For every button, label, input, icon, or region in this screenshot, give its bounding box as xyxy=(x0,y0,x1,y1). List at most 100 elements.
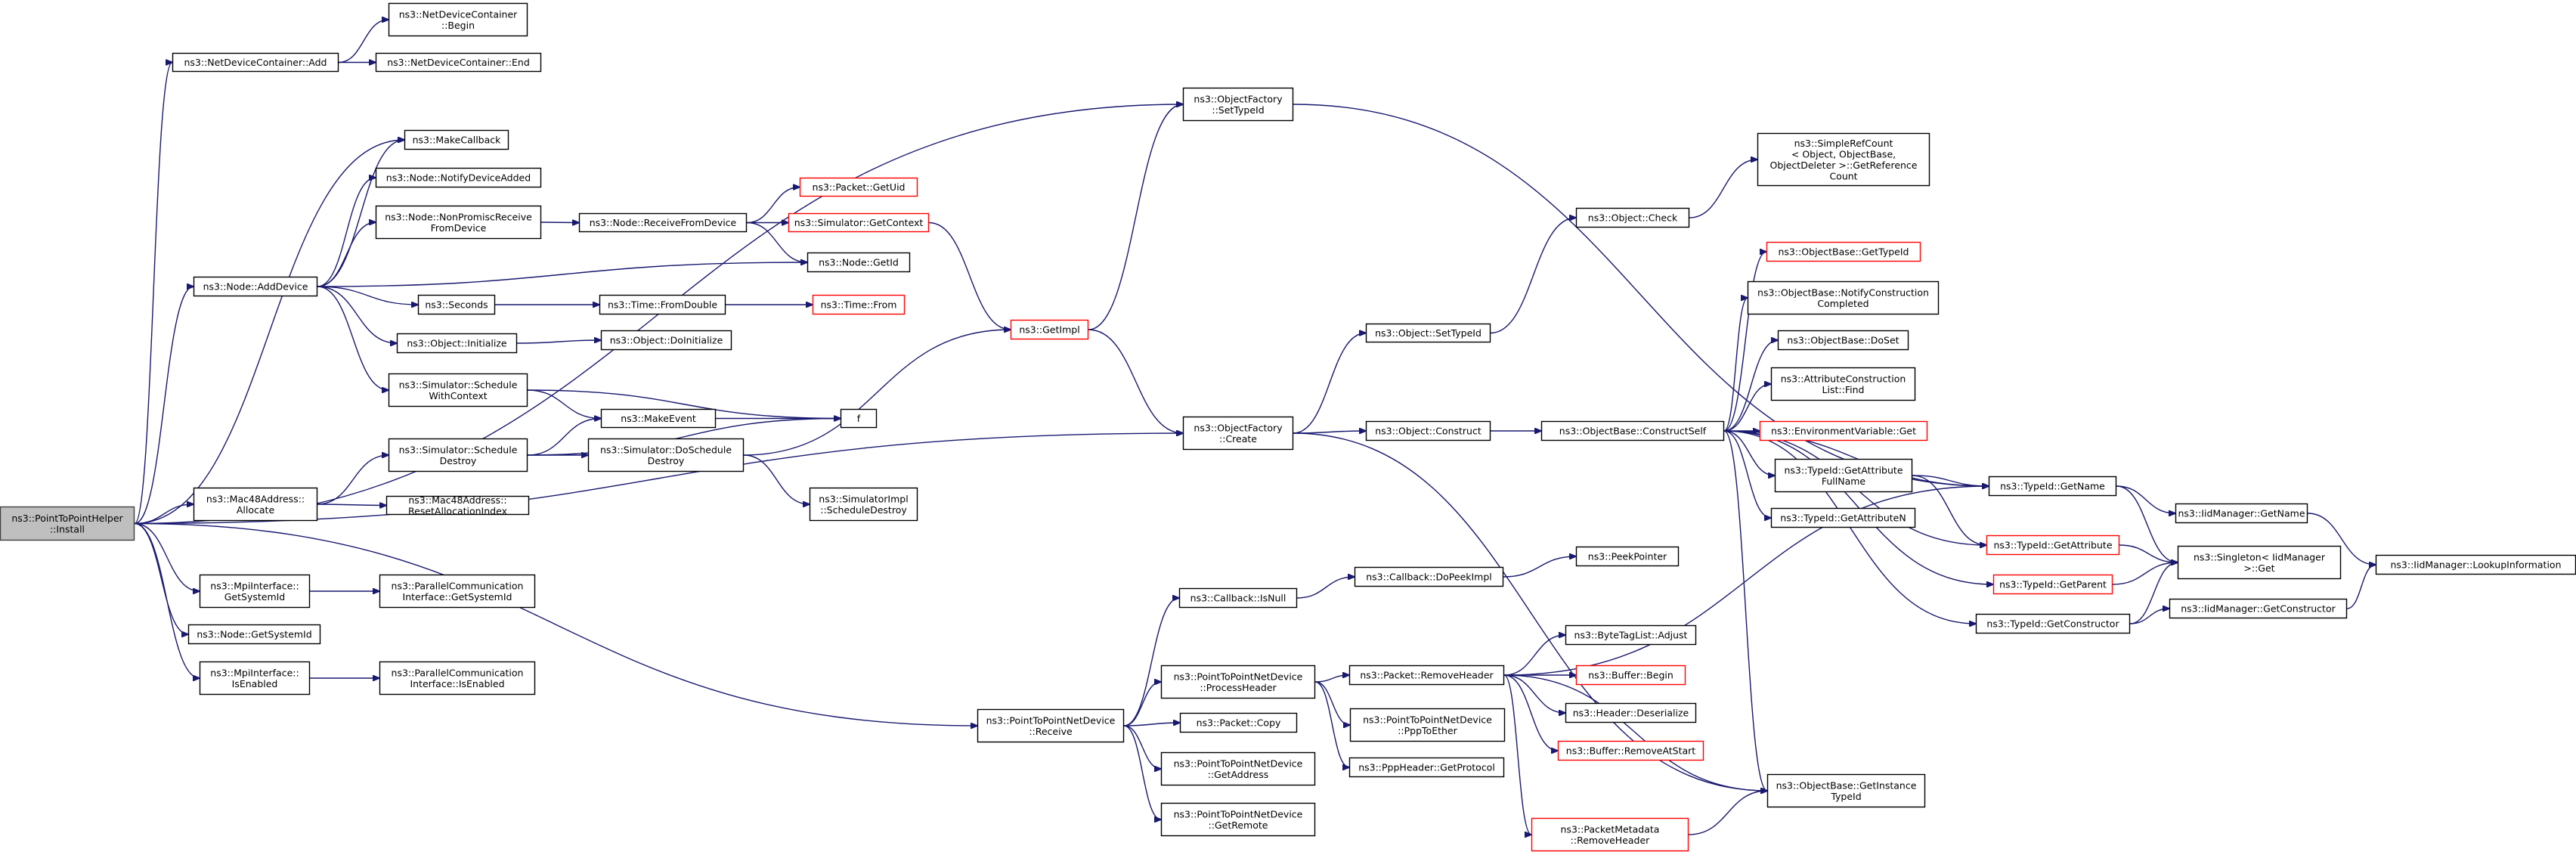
node-tid_getname[interactable]: ns3::TypeId::GetName xyxy=(1988,476,2117,497)
node-mac_reset[interactable]: ns3::Mac48Address::ResetAllocationIndex xyxy=(385,494,530,517)
node-iid_getname[interactable]: ns3::IidManager::GetName xyxy=(2175,503,2308,524)
node-label: ns3::Node::GetSystemId xyxy=(197,629,311,640)
node-box xyxy=(375,167,542,188)
node-box xyxy=(799,177,918,197)
node-ppph_getproto[interactable]: ns3::PppHeader::GetProtocol xyxy=(1348,757,1505,778)
node-notifydev[interactable]: ns3::Node::NotifyDeviceAdded xyxy=(375,167,542,188)
node-box xyxy=(1757,132,1930,187)
node-of_create[interactable]: ns3::ObjectFactory::Create xyxy=(1182,416,1294,451)
node-box xyxy=(1992,574,2113,595)
node-p2p_getremote[interactable]: ns3::PointToPointNetDevice::GetRemote xyxy=(1160,802,1316,837)
node-obj_settypeid[interactable]: ns3::Object::SetTypeId xyxy=(1365,323,1491,343)
node-iid_getctor[interactable]: ns3::IidManager::GetConstructor xyxy=(2169,598,2348,619)
node-obj_construct[interactable]: ns3::Object::Construct xyxy=(1365,420,1491,441)
node-tid_getparent[interactable]: ns3::TypeId::GetParent xyxy=(1992,574,2113,595)
node-ndc_end[interactable]: ns3::NetDeviceContainer::End xyxy=(375,52,542,73)
node-f[interactable]: f xyxy=(840,408,878,429)
node-pci_getsysid[interactable]: ns3::ParallelCommunicationInterface::Get… xyxy=(379,574,536,609)
node-node_getsysid[interactable]: ns3::Node::GetSystemId xyxy=(187,624,321,645)
node-p2p_getaddr[interactable]: ns3::PointToPointNetDevice::GetAddress xyxy=(1160,751,1316,786)
node-pkt_getuid[interactable]: ns3::Packet::GetUid xyxy=(799,177,918,197)
node-buf_begin[interactable]: ns3::Buffer::Begin xyxy=(1575,665,1686,686)
node-p2p_process[interactable]: ns3::PointToPointNetDevice::ProcessHeade… xyxy=(1160,665,1316,699)
node-getimpl[interactable]: ns3::GetImpl xyxy=(1010,319,1089,340)
node-ob_gettypeid[interactable]: ns3::ObjectBase::GetTypeId xyxy=(1766,241,1921,262)
node-mpi_getsysid[interactable]: ns3::MpiInterface::GetSystemId xyxy=(199,574,311,609)
node-label: ns3::ObjectBase::DoSet xyxy=(1787,335,1899,346)
node-fromdouble[interactable]: ns3::Time::FromDouble xyxy=(599,294,726,315)
node-tid_getctor[interactable]: ns3::TypeId::GetConstructor xyxy=(1975,613,2131,634)
node-cb_dopeek[interactable]: ns3::Callback::DoPeekImpl xyxy=(1354,566,1504,587)
node-tid_getattr[interactable]: ns3::TypeId::GetAttribute xyxy=(1986,534,2120,556)
node-tid_getattrn[interactable]: ns3::TypeId::GetAttributeN xyxy=(1770,507,1916,528)
node-recvfromdev[interactable]: ns3::Node::ReceiveFromDevice xyxy=(578,212,748,233)
node-box xyxy=(1575,665,1686,686)
node-peekpointer[interactable]: ns3::PeekPointer xyxy=(1575,546,1680,567)
node-sim_getcontext[interactable]: ns3::Simulator::GetContext xyxy=(788,212,930,233)
node-box xyxy=(375,52,542,73)
node-btl_adjust[interactable]: ns3::ByteTagList::Adjust xyxy=(1565,624,1697,646)
edge-tid_getname-to-singleton_get xyxy=(2116,485,2178,562)
node-box xyxy=(809,487,918,522)
node-ppp_toether[interactable]: ns3::PointToPointNetDevice::PppToEther xyxy=(1349,708,1506,742)
node-label: ns3::PeekPointer xyxy=(1588,551,1667,562)
node-ob_notify[interactable]: ns3::ObjectBase::NotifyConstructionCompl… xyxy=(1747,280,1940,315)
node-label: ns3::GetImpl xyxy=(1019,324,1079,336)
node-node_adddevice[interactable]: ns3::Node::AddDevice xyxy=(193,276,318,297)
edge-p2p_receive-to-pkt_copy xyxy=(1123,723,1180,727)
node-label: f xyxy=(857,413,861,424)
node-iid_lookup[interactable]: ns3::IidManager::LookupInformation xyxy=(2375,554,2576,575)
node-label: < Object, ObjectBase, xyxy=(1791,148,1896,160)
node-obj_doinit[interactable]: ns3::Object::DoInitialize xyxy=(600,330,732,351)
node-mpi_isenabled[interactable]: ns3::MpiInterface::IsEnabled xyxy=(199,661,311,696)
node-makeevent[interactable]: ns3::MakeEvent xyxy=(600,408,717,429)
node-ob_doset[interactable]: ns3::ObjectBase::DoSet xyxy=(1777,330,1909,351)
node-seconds[interactable]: ns3::Seconds xyxy=(417,294,496,315)
node-box xyxy=(1160,802,1316,837)
node-box xyxy=(2175,503,2308,524)
node-mac_alloc[interactable]: ns3::Mac48Address::Allocate xyxy=(193,487,318,522)
edge-of_create-to-obj_settypeid xyxy=(1293,333,1366,434)
node-hdr_deser[interactable]: ns3::Header::Deserialize xyxy=(1565,702,1697,723)
node-cb_isnull[interactable]: ns3::Callback::IsNull xyxy=(1178,587,1298,609)
node-singleton_get[interactable]: ns3::Singleton< IidManager>::Get xyxy=(2177,545,2342,580)
node-label: TypeId xyxy=(1830,791,1861,802)
node-label: ns3::ObjectBase::NotifyConstruction xyxy=(1757,287,1929,298)
node-label: ::PppToEther xyxy=(1398,725,1457,736)
node-box xyxy=(1160,751,1316,786)
node-node_getid[interactable]: ns3::Node::GetId xyxy=(807,252,911,273)
node-ob_constructself[interactable]: ns3::ObjectBase::ConstructSelf xyxy=(1540,420,1725,441)
node-install[interactable]: ns3::PointToPointHelper::Install xyxy=(0,506,135,541)
node-pci_isenabled[interactable]: ns3::ParallelCommunicationInterface::IsE… xyxy=(379,661,536,696)
node-impl_sched[interactable]: ns3::SimulatorImpl::ScheduleDestroy xyxy=(809,487,918,522)
node-obj_init[interactable]: ns3::Object::Initialize xyxy=(396,333,518,354)
node-envvar_get[interactable]: ns3::EnvironmentVariable::Get xyxy=(1759,420,1928,441)
node-simplerefcount[interactable]: ns3::SimpleRefCount< Object, ObjectBase,… xyxy=(1757,132,1930,187)
node-label: ns3::ObjectBase::GetTypeId xyxy=(1779,246,1909,258)
node-obj_check[interactable]: ns3::Object::Check xyxy=(1575,207,1690,228)
edge-sched_destroy-to-makeevent xyxy=(527,419,601,456)
node-of_settypeid[interactable]: ns3::ObjectFactory::SetTypeId xyxy=(1182,87,1294,122)
node-label: List::Find xyxy=(1822,384,1865,395)
node-makecallback[interactable]: ns3::MakeCallback xyxy=(404,129,509,150)
node-p2p_receive[interactable]: ns3::PointToPointNetDevice::Receive xyxy=(977,708,1125,743)
node-sched_destroy[interactable]: ns3::Simulator::ScheduleDestroy xyxy=(388,438,528,472)
node-label: ns3::Object::Construct xyxy=(1375,426,1482,437)
node-pkt_copy[interactable]: ns3::Packet::Copy xyxy=(1179,712,1298,733)
node-buf_removeatstart[interactable]: ns3::Buffer::RemoveAtStart xyxy=(1557,740,1704,761)
node-pkt_removeheader[interactable]: ns3::Packet::RemoveHeader xyxy=(1348,665,1505,686)
node-ndc_add[interactable]: ns3::NetDeviceContainer::Add xyxy=(172,52,339,73)
node-label: ::Begin xyxy=(441,20,475,31)
edge-cb_dopeek-to-peekpointer xyxy=(1503,556,1576,578)
node-time_from[interactable]: ns3::Time::From xyxy=(812,294,906,315)
node-pm_removeheader[interactable]: ns3::PacketMetadata::RemoveHeader xyxy=(1531,817,1689,852)
node-ndc_begin[interactable]: ns3::NetDeviceContainer::Begin xyxy=(388,2,528,37)
node-box xyxy=(388,373,528,407)
node-label: ::ProcessHeader xyxy=(1200,682,1277,693)
